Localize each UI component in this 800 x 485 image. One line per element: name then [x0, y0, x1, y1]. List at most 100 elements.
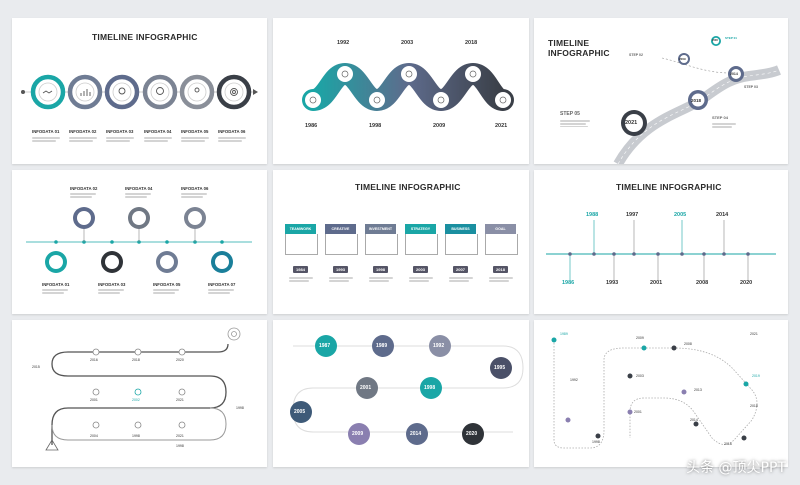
rocket-icon: [45, 439, 59, 451]
slide-pin-timeline[interactable]: INFODATA 02 INFODATA 04 INFODATA 06 INFO…: [12, 170, 267, 314]
slide8-bubble-graphic: [290, 335, 524, 445]
desc-lines: [32, 136, 66, 143]
desc-lines: [181, 192, 215, 199]
slide9-year-10: 2001: [634, 410, 642, 414]
slide9-year-9: 2018: [750, 404, 758, 408]
slide2-wave-graphic: [302, 62, 514, 112]
slide6-year-top-2: 1997: [626, 212, 639, 218]
slide-dotted-timeline[interactable]: 1989 2009 2008 2021 1992 2003 2013 2019 …: [534, 320, 788, 467]
slide4-bottom-label-3: INFODATA 05: [153, 282, 181, 287]
slide9-year-11: 2014: [690, 418, 698, 422]
slide3-step-05: STEP 05: [560, 111, 580, 117]
slide1-label-4: INFODATA 04: [144, 129, 172, 134]
slide7-year-3: 2018: [132, 358, 140, 362]
slide8-year-7: 2005: [294, 409, 306, 415]
slide2-year-bottom-4: 2021: [495, 123, 508, 129]
slide1-label-6: INFODATA 06: [218, 129, 246, 134]
watermark: 头条 @顶尖PPT: [686, 460, 786, 476]
slide4-top-label-2: INFODATA 04: [125, 186, 153, 191]
slide3-year-2009: 2009: [679, 57, 686, 61]
slide3-year-2014: 2014: [730, 72, 738, 76]
slide4-bottom-label-2: INFODATA 03: [98, 282, 126, 287]
chart-icon: [80, 89, 91, 96]
slide5-tab-6: GOAL: [485, 224, 516, 234]
slide-wave-timeline[interactable]: 1992 2003 2018 1986 1998 2009 2021: [273, 18, 529, 164]
slide9-year-6: 2003: [636, 374, 644, 378]
bulb-icon: [118, 87, 126, 95]
slide6-year-bottom-2: 1993: [606, 280, 619, 286]
slide9-year-7: 2013: [694, 388, 702, 392]
slide4-top-label-3: INFODATA 06: [181, 186, 209, 191]
slide7-year-4: 2020: [176, 358, 184, 362]
slide5-tab-4: STRATEGY: [405, 224, 436, 234]
slide2-year-top-3: 2018: [465, 40, 478, 46]
slide1-label-5: INFODATA 05: [181, 129, 209, 134]
slide7-year-12: 1998: [176, 444, 184, 448]
slide4-top-label-1: INFODATA 02: [70, 186, 98, 191]
slide7-year-5: 2001: [90, 398, 98, 402]
desc-lines: [409, 276, 443, 283]
slide7-snake-graphic: [45, 327, 241, 451]
slide9-year-4: 2021: [750, 332, 758, 336]
slide3-title-line2: INFOGRAPHIC: [548, 48, 610, 58]
slide7-year-9: 2004: [90, 434, 98, 438]
slide6-line-graphic: [546, 220, 776, 280]
slide-timeline-circles[interactable]: TIMELINE INFOGRAPHIC INFODATA 01 INFODAT…: [12, 18, 267, 164]
slide6-year-top-4: 2014: [716, 212, 729, 218]
slide5-year-4: 2003: [413, 266, 428, 273]
desc-lines: [218, 136, 252, 143]
slide6-year-bottom-3: 2001: [650, 280, 663, 286]
slide2-year-bottom-3: 2009: [433, 123, 446, 129]
slide2-year-top-1: 1992: [337, 40, 350, 46]
desc-lines: [144, 136, 178, 143]
slide7-year-10: 1998: [132, 434, 140, 438]
slide8-year-4: 1995: [494, 365, 506, 371]
slide3-step-02: STEP 02: [629, 53, 643, 57]
slide-line-timeline[interactable]: TIMELINE INFOGRAPHIC 1988 1997 2005 2014…: [534, 170, 788, 314]
desc-lines: [106, 136, 140, 143]
slide3-title-line1: TIMELINE: [548, 38, 590, 48]
slide1-label-3: INFODATA 03: [106, 129, 134, 134]
slide-card-timeline[interactable]: TIMELINE INFOGRAPHIC TEAMWORK CREATIVE I…: [273, 170, 529, 314]
slide5-tab-3: INVESTMENT: [365, 224, 396, 234]
slide6-year-bottom-5: 2020: [740, 280, 753, 286]
slide2-year-bottom-2: 1998: [369, 123, 382, 129]
slide8-year-8: 2009: [352, 431, 364, 437]
desc-lines: [489, 276, 523, 283]
slide2-year-top-2: 2003: [401, 40, 414, 46]
slide7-year-1: 2015: [32, 365, 40, 369]
slide-bubble-timeline[interactable]: 1987 1989 1992 1995 1998 2001 2005 2009 …: [273, 320, 529, 467]
slide-snake-timeline[interactable]: 2015 2016 2018 2020 2001 2002 2021 1998 …: [12, 320, 267, 467]
person-icon: [194, 87, 200, 93]
slide9-year-3: 2008: [684, 342, 692, 346]
slide7-year-8: 1998: [236, 406, 244, 410]
slide9-year-1: 1989: [560, 332, 568, 336]
handshake-icon: [42, 90, 53, 94]
slide3-year-2018: 2018: [691, 98, 702, 103]
slide2-year-bottom-1: 1986: [305, 123, 318, 129]
slide3-step-04: STEP 04: [712, 115, 728, 120]
slide8-year-2: 1989: [376, 343, 388, 349]
desc-lines: [289, 276, 323, 283]
slide5-year-2: 1993: [333, 266, 348, 273]
slide9-dotted-graphic: [551, 337, 758, 449]
slide7-year-2: 2016: [90, 358, 98, 362]
slide9-year-13: 2016: [724, 442, 732, 446]
desc-lines: [449, 276, 483, 283]
slide3-step-01: STEP 01: [725, 36, 737, 40]
slide5-card: [285, 234, 318, 255]
desc-lines: [369, 276, 403, 283]
slide9-year-5: 1992: [570, 378, 578, 382]
slide6-year-top-3: 2005: [674, 212, 687, 218]
target-icon: [227, 327, 241, 341]
slide8-year-3: 1992: [433, 343, 445, 349]
slide5-tab-2: CREATIVE: [325, 224, 356, 234]
slide1-label-1: INFODATA 01: [32, 129, 60, 134]
slide7-year-11: 2021: [176, 434, 184, 438]
slide7-year-6: 2002: [132, 398, 140, 402]
desc-lines: [70, 192, 104, 199]
slide-road-timeline[interactable]: TIMELINE INFOGRAPHIC 2021 2018 2014 2009…: [534, 18, 788, 164]
slide6-year-top-1: 1988: [586, 212, 599, 218]
slide4-bottom-label-4: INFODATA 07: [208, 282, 236, 287]
slide8-year-5: 1998: [424, 385, 436, 391]
